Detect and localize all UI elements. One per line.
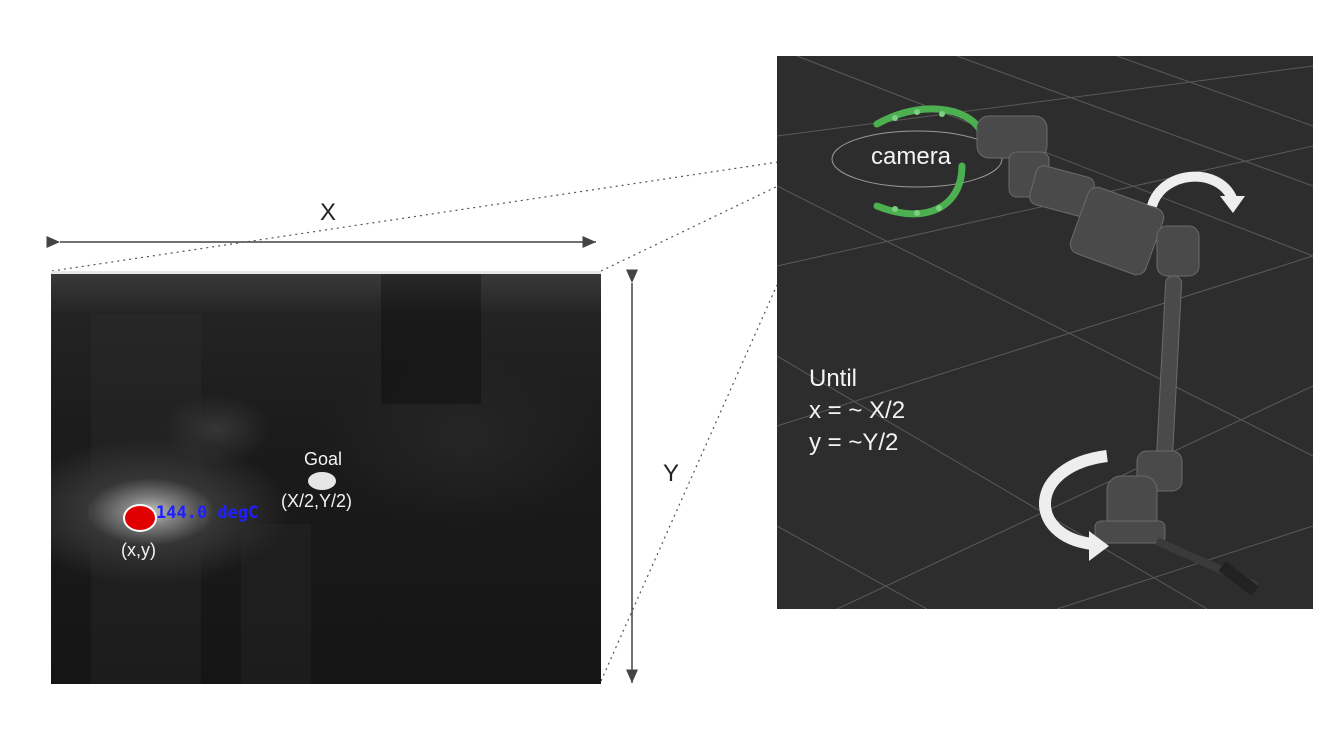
condition-line: Until bbox=[809, 365, 858, 392]
goal-coords: (X/2,Y/2) bbox=[281, 491, 353, 511]
thermal-shade bbox=[51, 274, 601, 314]
goal-marker bbox=[308, 472, 336, 490]
goal-title: Goal bbox=[304, 449, 343, 469]
camera-label: camera bbox=[871, 143, 952, 170]
rotation-arrow-bottom-head bbox=[1089, 531, 1109, 561]
robot-arm bbox=[976, 115, 1259, 596]
hotspot-label: (x,y) bbox=[121, 540, 156, 560]
thermal-shade bbox=[241, 524, 311, 684]
gripper-teeth bbox=[892, 109, 945, 216]
rotation-arrow-top bbox=[1147, 171, 1237, 208]
projection-line-top-left bbox=[51, 161, 779, 272]
camera-ring bbox=[831, 130, 1003, 188]
thermal-shade bbox=[91, 314, 201, 684]
projection-line-bottom-right bbox=[600, 284, 778, 682]
rotation-arrow-top-head bbox=[1220, 196, 1245, 213]
robot-view bbox=[777, 56, 1313, 609]
y-dimension-label: Y bbox=[663, 460, 680, 487]
condition-line: x = ~ X/2 bbox=[809, 397, 906, 424]
rotation-arrow-bottom bbox=[1039, 450, 1108, 550]
thermal-image bbox=[51, 271, 601, 684]
x-dimension-label: X bbox=[320, 199, 337, 226]
temperature-reading: 144.0 degC bbox=[156, 503, 259, 523]
hotspot-marker bbox=[123, 504, 157, 532]
robot-scene bbox=[777, 56, 1313, 609]
condition-text: Until x = ~ X/2 y = ~Y/2 bbox=[809, 363, 905, 459]
condition-line: y = ~Y/2 bbox=[809, 429, 899, 456]
thermal-shade bbox=[381, 274, 481, 404]
